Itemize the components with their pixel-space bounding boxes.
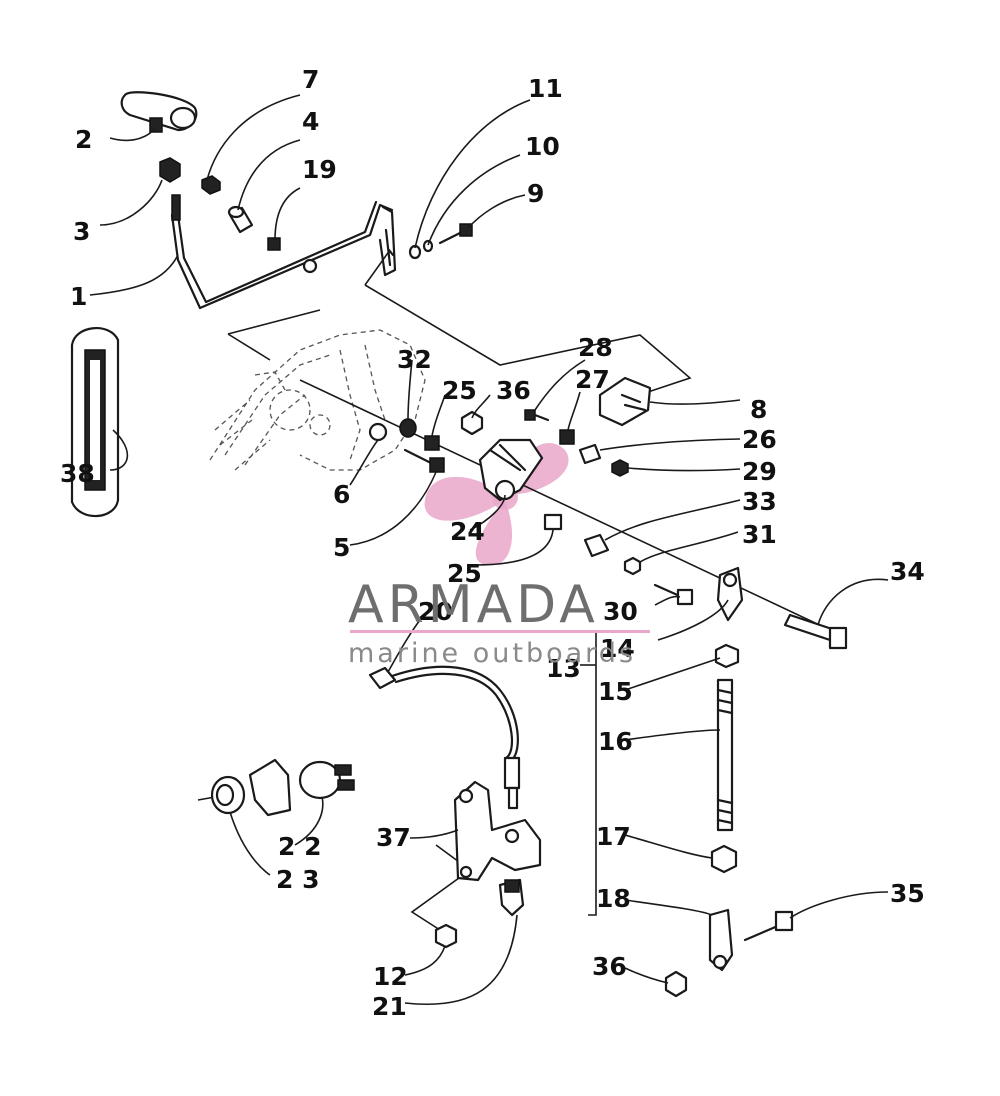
part-26-pin: [578, 443, 602, 465]
part-36-nut-upper: [460, 410, 484, 436]
part-27-spacer: [559, 429, 575, 445]
callout-6: 6: [333, 480, 350, 509]
part-37-bracket: [453, 780, 542, 882]
watermark: ARMADA marine outboards: [348, 575, 650, 669]
part-38-grommet: [70, 326, 120, 518]
part-16-threaded-rod: [716, 678, 734, 832]
part-24-bracket: [478, 438, 544, 502]
callout-30: 30: [603, 597, 638, 626]
part-6-washer: [368, 422, 388, 442]
part-36-nut-lower: [664, 970, 688, 998]
callout-14: 14: [600, 634, 635, 663]
callout-23: 2 3: [276, 865, 320, 894]
part-21-sensor: [498, 878, 525, 917]
part-30-bolt: [653, 583, 694, 606]
callout-35: 35: [890, 879, 925, 908]
callout-2: 2: [75, 125, 92, 154]
callout-25-upper: 25: [442, 376, 477, 405]
callout-27: 27: [575, 365, 610, 394]
callout-33: 33: [742, 487, 777, 516]
callout-25-lower: 25: [447, 559, 482, 588]
part-7-nut: [201, 175, 221, 195]
callout-32: 32: [397, 345, 432, 374]
part-19-bushing: [267, 237, 281, 251]
part-20-cable: [368, 665, 521, 810]
callout-37: 37: [376, 823, 411, 852]
callout-15: 15: [598, 677, 633, 706]
assembly-lines: [227, 249, 831, 931]
callout-24: 24: [450, 517, 485, 546]
part-18-rod-end: [708, 908, 734, 972]
callout-21: 21: [372, 992, 407, 1021]
callout-3: 3: [73, 217, 90, 246]
part-14-ball-joint: [716, 566, 744, 622]
callout-labels: 1 2 3 4 5 6 7 8 9 10 11 12 13 14 15 16 1…: [60, 65, 925, 1021]
watermark-subtitle: marine outboards: [348, 638, 636, 669]
part-32-washer: [399, 418, 417, 438]
callout-19: 19: [302, 155, 337, 184]
callout-26: 26: [742, 425, 777, 454]
watermark-divider: [350, 630, 650, 633]
part-15-nut: [714, 643, 740, 669]
callout-22: 2 2: [278, 832, 322, 861]
callout-36-lower: 36: [592, 952, 627, 981]
part-12-nut: [434, 923, 458, 949]
part-1-lever: [170, 194, 397, 310]
callout-9: 9: [527, 179, 544, 208]
part-4-spacer: [227, 205, 254, 234]
callout-18: 18: [596, 884, 631, 913]
part-34-bolt: [783, 613, 848, 650]
part-33-pin: [583, 533, 610, 558]
callout-28: 28: [578, 333, 613, 362]
engine-block-outline: [209, 329, 426, 471]
part-22-switch: [248, 758, 355, 817]
callout-10: 10: [525, 132, 560, 161]
callout-5: 5: [333, 533, 350, 562]
watermark-title: ARMADA: [348, 575, 599, 635]
part-31-nut: [623, 556, 642, 576]
part-10-washer: [422, 239, 434, 253]
callout-4: 4: [302, 107, 319, 136]
part-9-screw: [438, 223, 473, 245]
part-2-knob: [120, 91, 198, 133]
callout-13: 13: [546, 654, 581, 683]
part-28-screw: [524, 409, 550, 422]
callout-8: 8: [750, 395, 767, 424]
part-17-nut: [710, 844, 738, 874]
part-25-spacer-upper: [424, 435, 440, 451]
callout-31: 31: [742, 520, 777, 549]
part-29-nut: [611, 459, 629, 477]
callout-20: 20: [418, 597, 453, 626]
part-8-plate: [598, 376, 652, 427]
callout-7: 7: [302, 65, 319, 94]
callout-36-upper: 36: [496, 376, 531, 405]
callout-38: 38: [60, 459, 95, 488]
part-3-nut: [159, 157, 181, 183]
callout-leaders: [89, 94, 889, 1006]
part-25-spacer-lower: [543, 513, 563, 531]
callout-1: 1: [70, 282, 87, 311]
callout-16: 16: [598, 727, 633, 756]
callout-17: 17: [596, 822, 631, 851]
callout-12: 12: [373, 962, 408, 991]
callout-34: 34: [890, 557, 925, 586]
callout-11: 11: [528, 74, 563, 103]
part-5-bolt: [403, 448, 445, 473]
part-35-bolt: [743, 910, 794, 942]
callout-29: 29: [742, 457, 777, 486]
part-23-nut-ring: [197, 775, 246, 815]
